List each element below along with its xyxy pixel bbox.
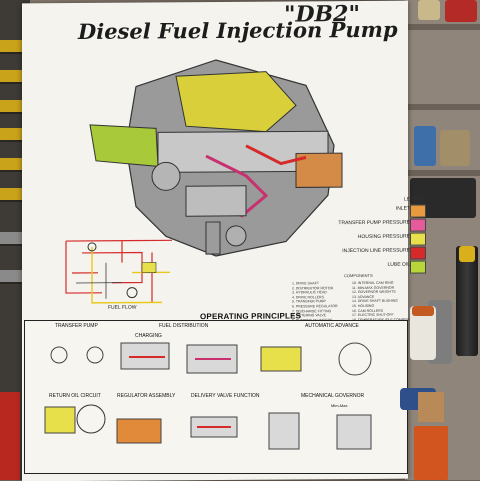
legend-label: TRANSFER PUMP PRESSURE <box>338 221 410 226</box>
shelf-board <box>405 170 480 176</box>
poster-main-title: Diesel Fuel Injection Pump <box>78 17 398 44</box>
legend-swatch <box>410 261 426 274</box>
fuel-flow-label: FUEL FLOW <box>108 305 136 311</box>
legend-label: LUBE OIL <box>387 263 410 268</box>
components-heading: COMPONENTS <box>344 273 373 278</box>
cardboard-box <box>440 130 470 166</box>
legend-label: INLET <box>396 207 410 212</box>
jar <box>418 0 440 20</box>
legend-row: TRANSFER PUMP PRESSURE <box>358 219 428 233</box>
spray-can-cap <box>459 246 475 262</box>
white-bottle-cap <box>412 306 434 316</box>
orange-tool-box <box>414 426 448 480</box>
operating-principles-sketches <box>25 321 407 473</box>
legend-swatch <box>410 233 426 246</box>
legend-label: INJECTION LINE PRESSURE <box>342 249 410 254</box>
red-cabinet <box>0 392 20 480</box>
legend-row: HOUSING PRESSURE <box>358 233 428 247</box>
legend-label: HOUSING PRESSURE <box>358 235 410 240</box>
blue-box <box>414 126 436 166</box>
shelf-board <box>405 24 480 30</box>
shelf-board <box>405 104 480 110</box>
spray-can <box>456 246 478 356</box>
legend-heading: LEGEND <box>404 197 425 203</box>
fuel-flow-schematic <box>62 232 177 311</box>
legend-swatch <box>410 205 426 218</box>
wooden-block <box>418 392 444 422</box>
legend-swatch <box>410 247 426 260</box>
operating-principles-panel: TRANSFER PUMP FUEL DISTRIBUTION CHARGING… <box>24 320 408 474</box>
red-can <box>445 0 477 22</box>
legend-row: INJECTION LINE PRESSURE <box>358 247 428 261</box>
legend-row: INLET <box>358 205 428 219</box>
legend-swatch <box>410 219 426 232</box>
